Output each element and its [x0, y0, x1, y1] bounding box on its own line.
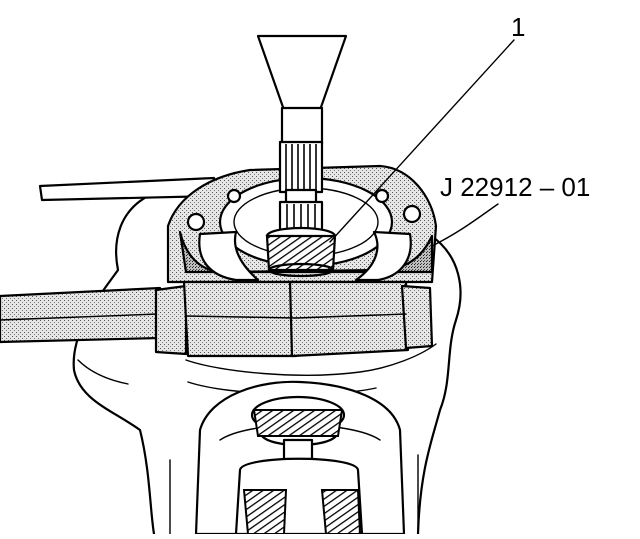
tool-id-label: J 22912 – 01 [440, 172, 590, 202]
press-ram [256, 34, 348, 146]
callout-1-leader [329, 39, 515, 243]
lower-gear-assembly [169, 380, 419, 536]
puller-lower-block [154, 280, 434, 358]
splined-shaft [278, 140, 324, 234]
pinion-gear [265, 226, 337, 278]
leader-lines [329, 39, 515, 247]
callout-1-label: 1 [511, 12, 525, 42]
handle-bar [0, 286, 162, 344]
tool-id-leader [431, 203, 499, 247]
